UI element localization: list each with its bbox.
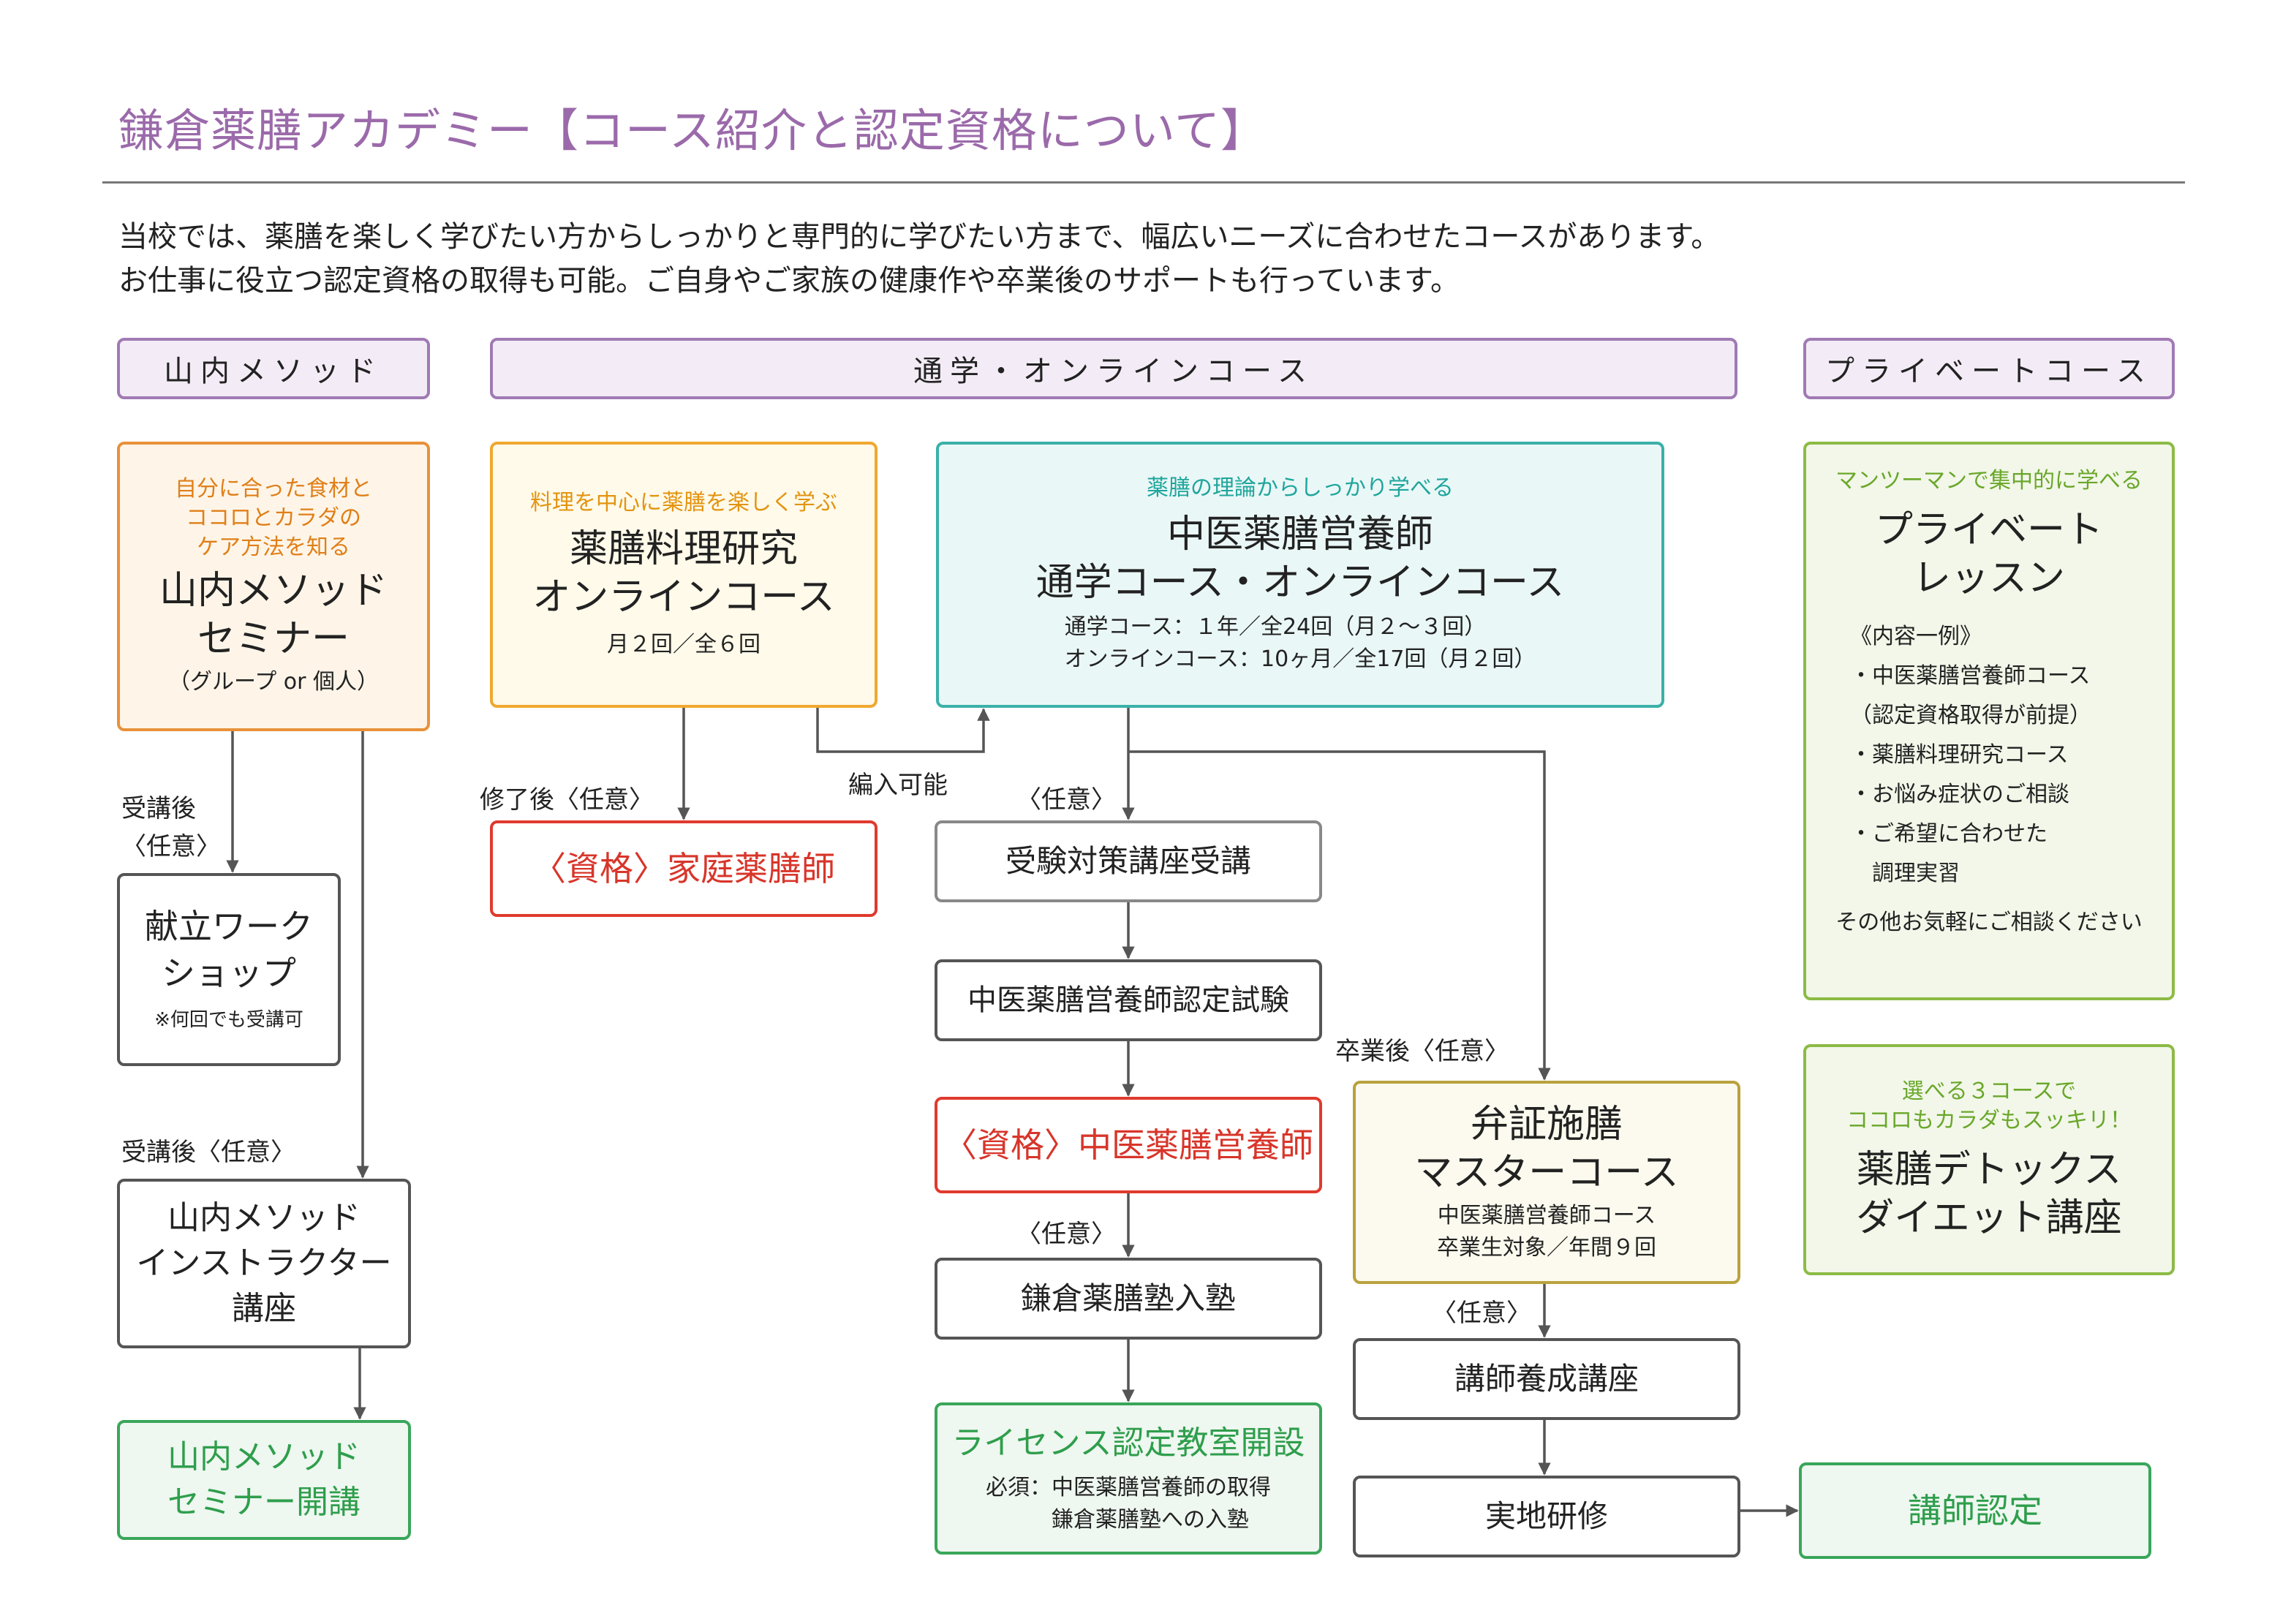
chui-shikaku-label: 〈資格〉中医薬膳営養師 [943,1125,1313,1165]
detox-name-2: ダイエット講座 [1856,1196,2122,1240]
kondate-name-2: ショップ [162,953,296,993]
seminar-note: （グループ or 個人） [168,669,379,695]
private-list-item: ・薬膳料理研究コース [1850,742,2069,768]
label-nini: 〈任意〉 [121,832,221,861]
label-jukogo-2: 受講後〈任意〉 [121,1138,295,1167]
header-tsugaku-online: 通学・オンラインコース [490,338,1737,399]
chui-notes: 通学コース：１年／全24回（月２〜３回） オンラインコース：10ヶ月／全17回（… [1065,611,1536,676]
seminar-sub-1: 自分に合った食材と [175,476,372,502]
license-note-2: 鎌倉薬膳塾への入塾 [986,1507,1249,1533]
private-list-item: （認定資格取得が前提） [1850,703,2091,728]
header-yamauchi-method: 山内メソッド [117,338,430,399]
koshi-nintei-box[interactable]: 講師認定 [1799,1462,2151,1559]
title-divider [102,181,2185,184]
kamakura-juku-box[interactable]: 鎌倉薬膳塾入塾 [935,1258,1322,1340]
intro-text: 当校では、薬膳を楽しく学びたい方からしっかりと専門的に学びたい方まで、幅広いニー… [118,215,1720,303]
private-list-item: ・中医薬膳営養師コース [1850,663,2091,689]
arrow-chui-to-master [1128,750,1551,1081]
license-classroom-box[interactable]: ライセンス認定教室開設 必須：中医薬膳営養師の取得 鎌倉薬膳塾への入塾 [935,1402,1322,1555]
katei-yakuzenshi-label: 〈資格〉家庭薬膳師 [532,849,835,888]
master-note-2: 卒業生対象／年間９回 [1437,1235,1656,1261]
kondate-workshop-box[interactable]: 献立ワーク ショップ ※何回でも受講可 [117,873,341,1066]
juken-taisaku-box[interactable]: 受験対策講座受講 [935,820,1322,902]
label-nini-juken: 〈任意〉 [1016,785,1116,815]
private-list-item: ・お悩み症状のご相談 [1850,782,2069,807]
chui-name-2: 通学コース・オンラインコース [1035,561,1565,605]
chui-course-box[interactable]: 薬膳の理論からしっかり学べる 中医薬膳営養師 通学コース・オンラインコース 通学… [936,442,1664,708]
private-list-item: 《内容一例》 [1850,624,1982,649]
license-note-1: 必須：中医薬膳営養師の取得 [986,1475,1271,1500]
jitchi-kenshu-box[interactable]: 実地研修 [1353,1476,1740,1557]
jitchi-kenshu-label: 実地研修 [1484,1498,1608,1534]
seminar-open-name-2: セミナー開講 [167,1484,361,1521]
label-nini-koshi: 〈任意〉 [1432,1299,1531,1328]
private-sub: マンツーマンで集中的に学べる [1835,468,2143,494]
private-name-1: プライベート [1874,508,2103,552]
label-hennyu-kano: 編入可能 [848,771,948,800]
instructor-name-1: 山内メソッド [167,1199,361,1236]
detox-sub-1: 選べる３コースで [1901,1079,2077,1104]
ryori-note: 月２回／全６回 [607,632,761,657]
chui-note-2: オンラインコース：10ヶ月／全17回（月２回） [1064,646,1536,672]
ryori-sub: 料理を中心に薬膳を楽しく学ぶ [530,490,837,515]
page-title: 鎌倉薬膳アカデミー【コース紹介と認定資格について】 [118,104,1267,157]
master-note-1: 中医薬膳営養師コース [1437,1203,1656,1228]
label-nini-juku: 〈任意〉 [1016,1220,1116,1249]
instructor-name-3: 講座 [232,1290,296,1327]
private-name-2: レッスン [1912,556,2065,600]
label-sotsugyogo: 卒業後〈任意〉 [1335,1037,1509,1066]
seminar-name-2: セミナー [197,617,350,661]
master-name-1: 弁証施膳 [1470,1103,1623,1147]
intro-line-2: お仕事に役立つ認定資格の取得も可能。ご自身やご家族の健康作や卒業後のサポートも行… [118,264,1460,298]
kondate-note: ※何回でも受講可 [154,1009,303,1031]
label-shuryogo: 修了後〈任意〉 [480,785,654,815]
label-jukogo: 受講後 [121,794,196,823]
private-list-item: 調理実習 [1850,861,1960,886]
label-jukogo-nini: 受講後 〈任意〉 [121,790,221,866]
intro-line-1: 当校では、薬膳を楽しく学びたい方からしっかりと専門的に学びたい方まで、幅広いニー… [118,220,1721,254]
detox-box[interactable]: 選べる３コースで ココロもカラダもスッキリ！ 薬膳デトックス ダイエット講座 [1803,1044,2175,1275]
license-notes: 必須：中医薬膳営養師の取得 鎌倉薬膳塾への入塾 [986,1472,1271,1536]
seminar-open-name-1: 山内メソッド [167,1438,361,1476]
chui-name-1: 中医薬膳営養師 [1166,513,1433,556]
seminar-box[interactable]: 自分に合った食材と ココロとカラダの ケア方法を知る 山内メソッド セミナー （… [117,442,430,731]
katei-yakuzenshi-box[interactable]: 〈資格〉家庭薬膳師 [490,820,878,917]
private-footer: その他お気軽にご相談ください [1835,910,2143,935]
master-course-box[interactable]: 弁証施膳 マスターコース 中医薬膳営養師コース 卒業生対象／年間９回 [1353,1081,1740,1284]
detox-name-1: 薬膳デトックス [1856,1148,2122,1192]
chui-note-1: 通学コース：１年／全24回（月２〜３回） [1064,614,1487,640]
private-list: 《内容一例》 ・中医薬膳営養師コース （認定資格取得が前提） ・薬膳料理研究コー… [1850,617,2128,894]
seminar-open-box[interactable]: 山内メソッド セミナー開講 [117,1420,411,1540]
ryori-name-1: 薬膳料理研究 [569,527,798,571]
juken-taisaku-label: 受験対策講座受講 [1005,843,1251,879]
chui-sub: 薬膳の理論からしっかり学べる [1147,475,1454,501]
seminar-sub-3: ケア方法を知る [197,535,350,560]
detox-sub-2: ココロもカラダもスッキリ！ [1846,1108,2132,1133]
ryori-name-2: オンラインコース [532,575,835,619]
arrow-ryori-to-chui [816,708,990,753]
koshi-yosei-label: 講師養成講座 [1454,1361,1639,1397]
seminar-name-1: 山内メソッド [159,569,388,613]
seminar-sub-2: ココロとカラダの [186,505,361,531]
nintei-shiken-label: 中医薬膳営養師認定試験 [967,983,1289,1017]
koshi-nintei-label: 講師認定 [1908,1491,2042,1530]
kamakura-juku-label: 鎌倉薬膳塾入塾 [1020,1280,1236,1316]
license-name: ライセンス認定教室開設 [951,1424,1305,1462]
nintei-shiken-box[interactable]: 中医薬膳営養師認定試験 [935,959,1322,1041]
private-list-item: ・ご希望に合わせた [1850,821,2048,847]
ryori-online-box[interactable]: 料理を中心に薬膳を楽しく学ぶ 薬膳料理研究 オンラインコース 月２回／全６回 [490,442,878,708]
chui-shikaku-box[interactable]: 〈資格〉中医薬膳営養師 [935,1097,1322,1193]
private-lesson-box[interactable]: マンツーマンで集中的に学べる プライベート レッスン 《内容一例》 ・中医薬膳営… [1803,442,2175,1000]
instructor-course-box[interactable]: 山内メソッド インストラクター 講座 [117,1179,411,1348]
instructor-name-2: インストラクター [136,1245,392,1282]
header-private-course: プライベートコース [1803,338,2175,399]
master-name-2: マスターコース [1414,1151,1679,1195]
koshi-yosei-box[interactable]: 講師養成講座 [1353,1338,1740,1420]
kondate-name-1: 献立ワーク [145,907,313,946]
